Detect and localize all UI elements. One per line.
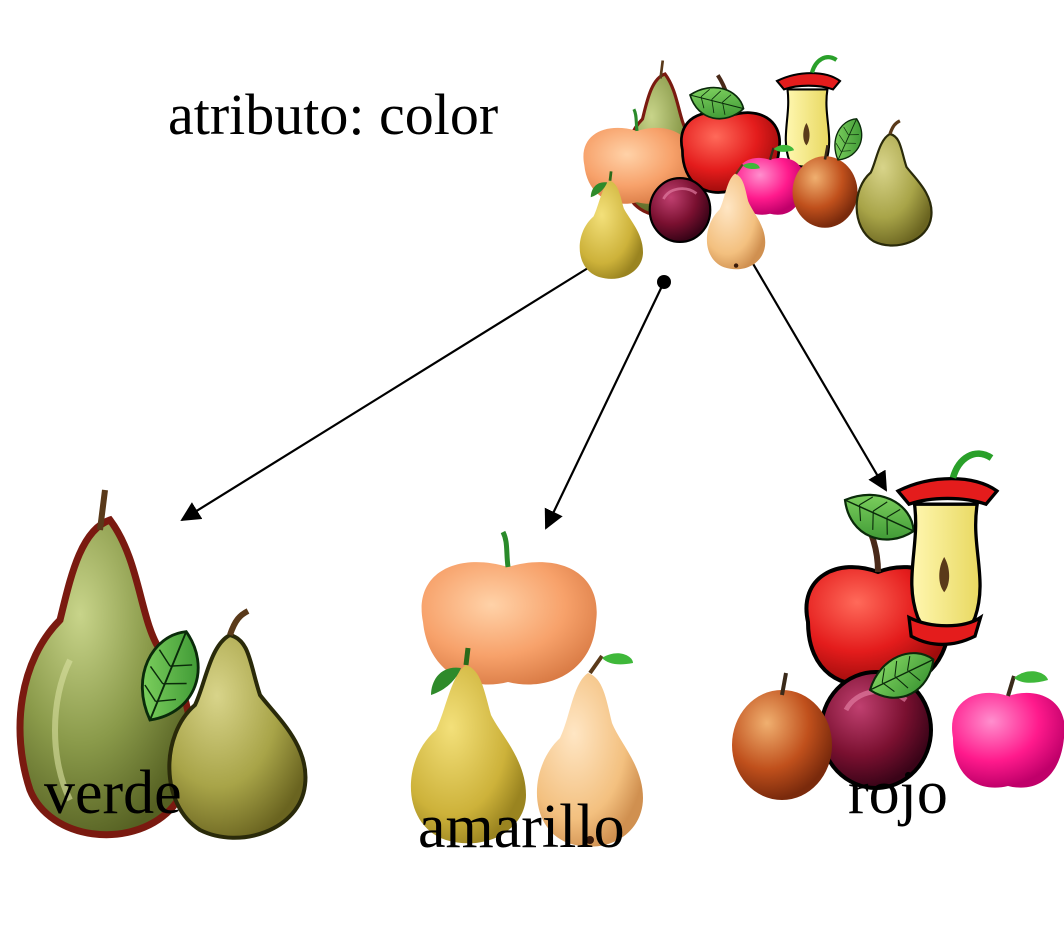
mixed-fruit-group [580,57,932,279]
arrow-origin-dot [657,275,671,289]
category-label-verde: verde [44,762,182,824]
arrow-to-verde [182,268,588,520]
arrow-to-rojo [752,262,886,490]
category-label-amarillo: amarillo [418,796,625,858]
category-label-rojo: rojo [848,762,948,824]
rojo-fruit-group [732,454,1064,800]
diagram-title: atributo: color [168,86,498,144]
arrow-to-amarillo [546,282,664,528]
